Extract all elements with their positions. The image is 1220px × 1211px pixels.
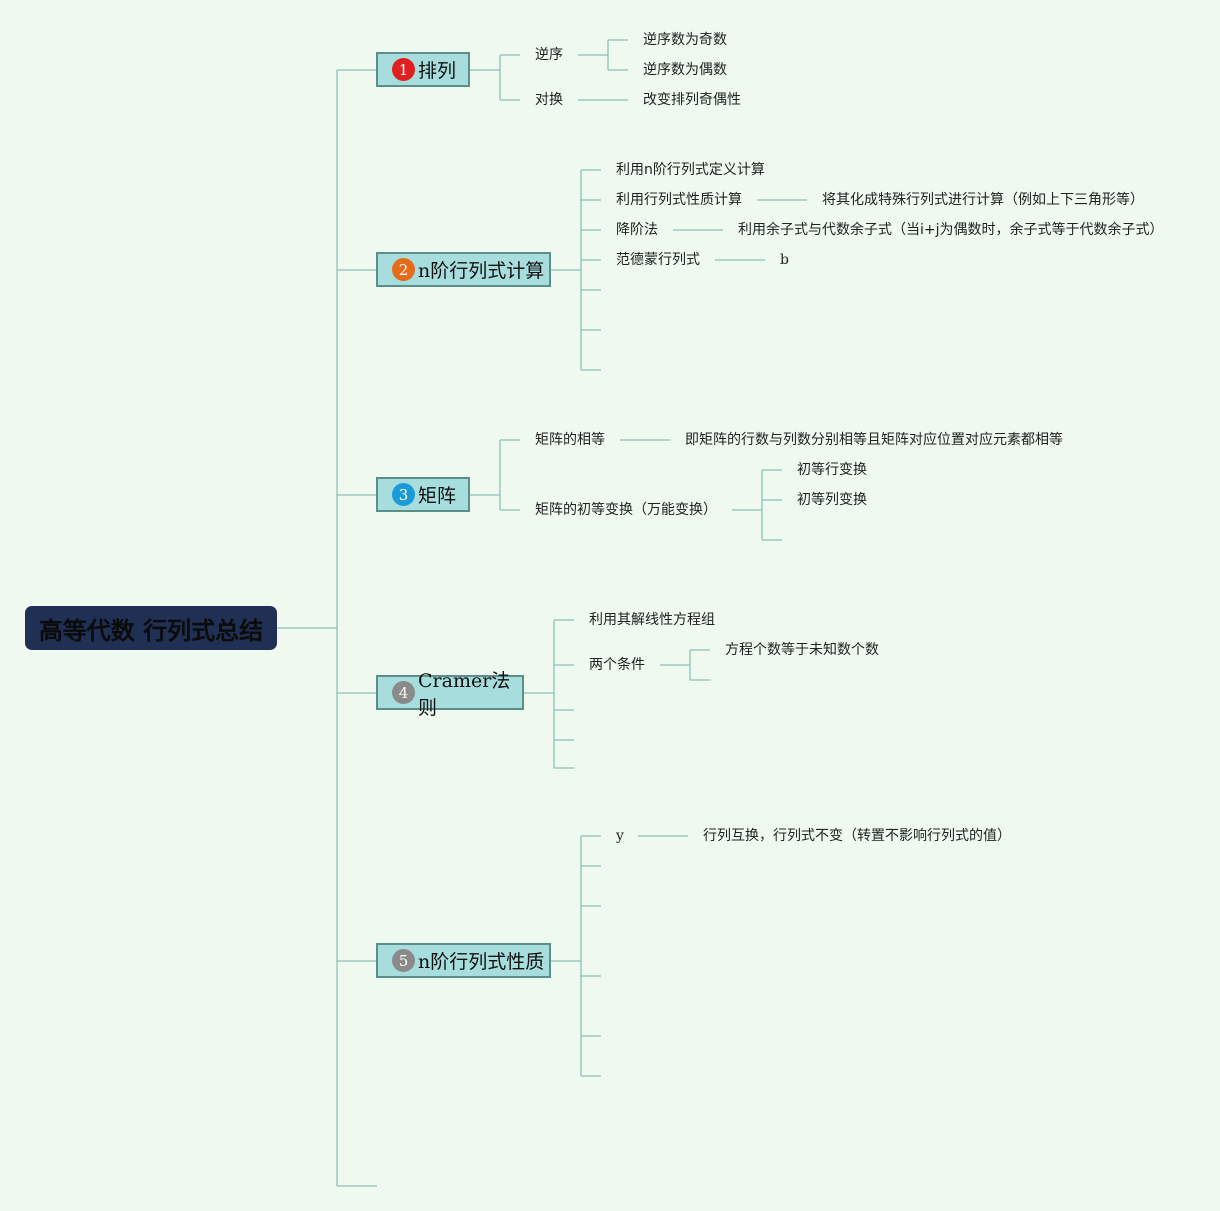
topic-determinant-properties[interactable]: 5 n阶行列式性质	[376, 943, 551, 978]
number-4-badge: 4	[392, 681, 415, 704]
number-3-badge: 3	[392, 483, 415, 506]
node-definition-method[interactable]: 利用n阶行列式定义计算	[616, 162, 765, 178]
node-property-detail[interactable]: 将其化成特殊行列式进行计算（例如上下三角形等）	[822, 192, 1144, 208]
topic-label: 矩阵	[418, 485, 457, 507]
node-order-reduction-detail[interactable]: 利用余子式与代数余子式（当i+j为偶数时，余子式等于代数余子式）	[738, 222, 1164, 238]
node-elementary-column[interactable]: 初等列变换	[797, 492, 867, 508]
node-matrix-equality-detail[interactable]: 即矩阵的行数与列数分别相等且矩阵对应位置对应元素都相等	[685, 432, 1063, 448]
topic-label: 排列	[418, 60, 457, 82]
node-vandermonde[interactable]: 范德蒙行列式	[616, 252, 700, 268]
topic-label: n阶行列式计算	[418, 260, 545, 282]
node-elementary-row[interactable]: 初等行变换	[797, 462, 867, 478]
root-title: 高等代数 行列式总结	[38, 616, 264, 645]
topic-matrix[interactable]: 3 矩阵	[376, 477, 470, 512]
node-transposition[interactable]: 对换	[535, 92, 563, 108]
node-transposition-effect[interactable]: 改变排列奇偶性	[643, 92, 741, 108]
node-inversion-odd[interactable]: 逆序数为奇数	[643, 32, 727, 48]
node-two-conditions[interactable]: 两个条件	[589, 657, 645, 673]
topic-determinant-calculation[interactable]: 2 n阶行列式计算	[376, 252, 551, 287]
node-vandermonde-child[interactable]: b	[780, 252, 789, 268]
node-inversion[interactable]: 逆序	[535, 47, 563, 63]
number-5-badge: 5	[392, 949, 415, 972]
number-1-badge: 1	[392, 58, 415, 81]
node-property-method[interactable]: 利用行列式性质计算	[616, 192, 742, 208]
node-solve-linear-system[interactable]: 利用其解线性方程组	[589, 612, 715, 628]
number-2-badge: 2	[392, 258, 415, 281]
topic-label: Cramer法则	[418, 669, 511, 719]
node-matrix-equality[interactable]: 矩阵的相等	[535, 432, 605, 448]
node-order-reduction[interactable]: 降阶法	[616, 222, 658, 238]
node-transpose-property[interactable]: 行列互换，行列式不变（转置不影响行列式的值）	[703, 828, 1011, 844]
topic-permutation[interactable]: 1 排列	[376, 52, 470, 87]
topic-label: n阶行列式性质	[418, 951, 545, 973]
node-condition-1[interactable]: 方程个数等于未知数个数	[725, 642, 879, 658]
node-property-y[interactable]: y	[616, 828, 624, 844]
node-elementary-transform[interactable]: 矩阵的初等变换（万能变换）	[535, 502, 717, 518]
root-topic[interactable]: 高等代数 行列式总结	[25, 606, 277, 650]
node-inversion-even[interactable]: 逆序数为偶数	[643, 62, 727, 78]
topic-cramer-rule[interactable]: 4 Cramer法则	[376, 670, 524, 719]
